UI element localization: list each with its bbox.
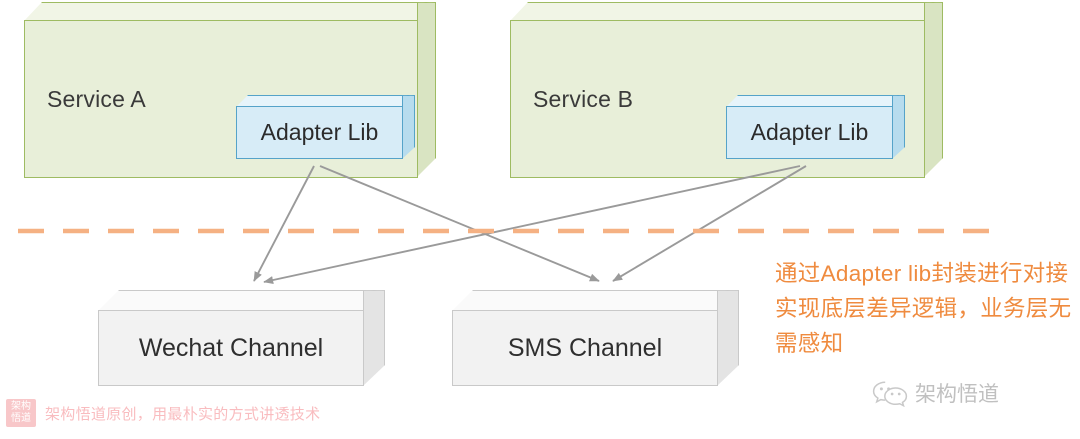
adapter-lib-a-box[interactable]: Adapter Lib: [236, 95, 416, 163]
adapter-lib-b-right-face: [892, 95, 905, 159]
origin-watermark-slogan: 架构悟道原创，用最朴实的方式讲透技术: [45, 405, 321, 423]
wechat-channel-label: Wechat Channel: [138, 333, 324, 362]
sms-channel-top-face: [452, 290, 739, 311]
service-b-top-face: [510, 2, 943, 21]
service-b-label: Service B: [533, 85, 634, 112]
adapter-lib-a-front-face: Adapter Lib: [236, 106, 403, 159]
wechat-watermark-text: 架构悟道: [915, 383, 999, 406]
wechat-watermark: 架构悟道: [872, 378, 999, 408]
sms-channel-box[interactable]: SMS Channel: [452, 290, 740, 387]
sms-channel-front-face: SMS Channel: [452, 310, 718, 386]
wechat-icon: [872, 380, 908, 407]
wechat-channel-box[interactable]: Wechat Channel: [98, 290, 386, 387]
origin-watermark: 架构 悟道 架构悟道原创，用最朴实的方式讲透技术: [6, 399, 320, 427]
adapter-lib-b-front-face: Adapter Lib: [726, 106, 893, 159]
wechat-channel-front-face: Wechat Channel: [98, 310, 364, 386]
adapter-lib-b-label: Adapter Lib: [750, 119, 869, 145]
connector-adapter-b-to-wechat: [263, 165, 801, 284]
service-a-top-face: [24, 2, 436, 21]
service-a-label: Service A: [47, 85, 146, 112]
sms-channel-label: SMS Channel: [507, 333, 663, 362]
annotation-text: 通过Adapter lib封装进行对接实现底层差异逻辑，业务层无需感知: [775, 261, 1072, 356]
adapter-lib-b-box[interactable]: Adapter Lib: [726, 95, 906, 163]
origin-watermark-badge: 架构 悟道: [6, 399, 36, 427]
wechat-channel-right-face: [363, 290, 385, 386]
sms-channel-right-face: [717, 290, 739, 386]
origin-watermark-badge-line2: 悟道: [11, 413, 31, 424]
service-b-right-face: [924, 2, 943, 177]
service-a-right-face: [417, 2, 436, 177]
connector-adapter-a-to-sms: [319, 165, 600, 282]
connector-adapter-a-to-wechat: [253, 165, 315, 282]
wechat-channel-top-face: [98, 290, 385, 311]
adapter-lib-a-label: Adapter Lib: [260, 119, 379, 145]
adapter-lib-a-right-face: [402, 95, 415, 159]
origin-watermark-badge-line1: 架构: [11, 401, 31, 412]
